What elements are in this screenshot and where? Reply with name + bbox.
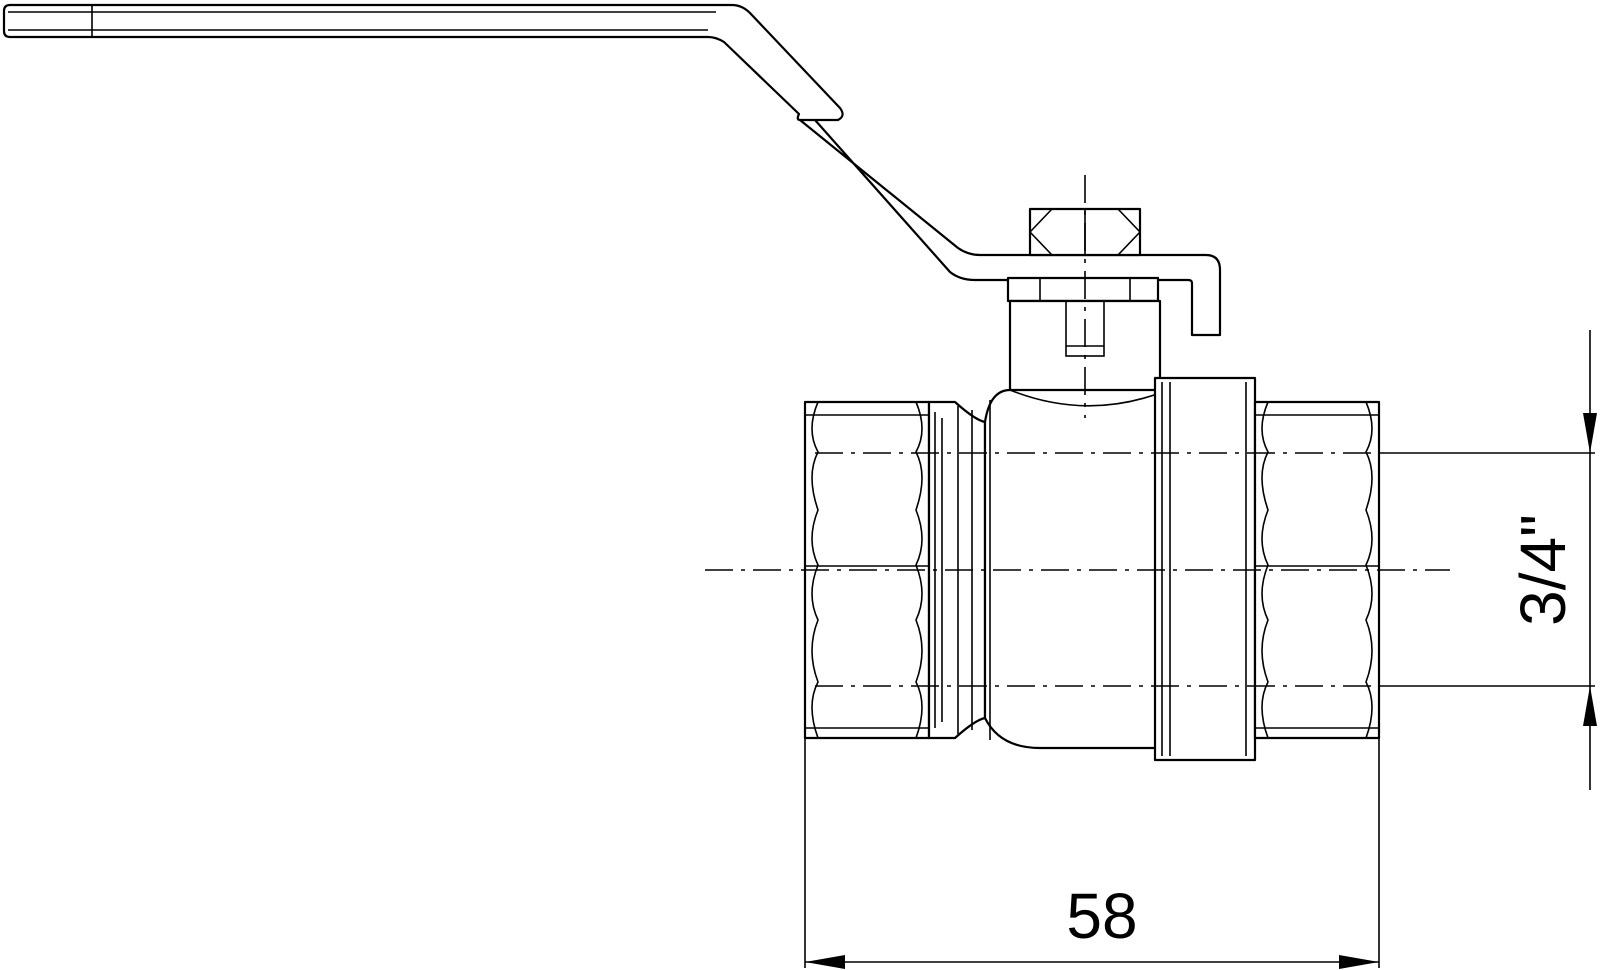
thread-arrow-top	[1583, 413, 1597, 453]
lever-handle	[2, 3, 1222, 337]
length-dimension: 58	[804, 738, 1380, 969]
thread-arrow-bottom	[1583, 686, 1597, 726]
thread-dimension: 3/4"	[1379, 330, 1597, 790]
valve-body	[803, 376, 1381, 762]
central-body	[983, 388, 1172, 750]
length-dimension-label: 58	[1066, 880, 1137, 952]
length-arrow-right	[1339, 955, 1379, 969]
centerlines	[705, 175, 1450, 687]
thread-dimension-label: 3/4"	[1507, 514, 1579, 626]
stem-assembly	[1006, 207, 1162, 395]
length-arrow-left	[805, 955, 845, 969]
stop-plate	[1006, 276, 1160, 303]
